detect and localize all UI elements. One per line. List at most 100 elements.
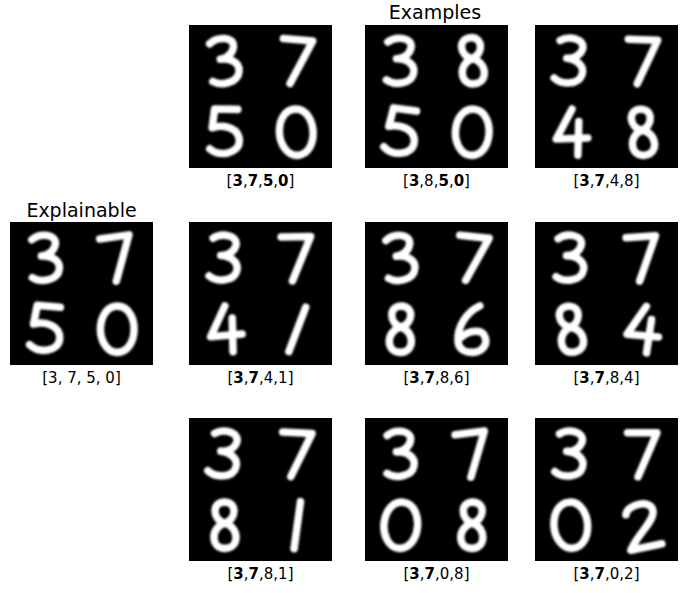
digit-image [365, 418, 508, 561]
handwritten-digit [455, 431, 490, 478]
handwritten-digit [383, 107, 418, 155]
label-part: , [420, 565, 425, 583]
image-panel: [3,7,5,0] [189, 25, 332, 190]
image-ground [10, 222, 153, 365]
handwritten-digit [629, 108, 656, 156]
digit-image [535, 25, 678, 168]
handwritten-digit [29, 305, 62, 352]
bold-digit: 3 [579, 172, 589, 190]
handwritten-digit [278, 108, 314, 156]
label-part: [ [228, 565, 234, 583]
label-part: [ [404, 565, 410, 583]
handwritten-digit [290, 502, 305, 549]
handwritten-digit [382, 500, 420, 550]
handwritten-digit [210, 109, 240, 154]
panel-label: [3,7,0,8] [404, 565, 470, 583]
bold-digit: 7 [595, 172, 605, 190]
image-panel: [3,7,4,8] [535, 25, 678, 190]
handwritten-digit [555, 109, 588, 156]
label-part: , [243, 172, 248, 190]
handwritten-digit [208, 305, 243, 354]
handwritten-digit [389, 306, 413, 353]
label-part: ] [289, 172, 295, 190]
digit-image [535, 418, 678, 561]
image-ground [365, 418, 508, 561]
digit-image [365, 222, 508, 365]
label-part: ,8,4] [605, 369, 639, 387]
digit-image [10, 222, 153, 365]
panel-label: [3,7,4,8] [574, 172, 640, 190]
label-part: ,8, [419, 172, 438, 190]
bold-digit: 5 [263, 172, 273, 190]
handwritten-digit [386, 38, 414, 83]
label-part: [ [228, 369, 234, 387]
digit-image [189, 418, 332, 561]
handwritten-digit [460, 502, 484, 549]
panel-label: [3,7,8,6] [404, 369, 470, 387]
handwritten-digit [280, 39, 313, 86]
bold-digit: 7 [249, 565, 259, 583]
handwritten-digit [207, 37, 241, 85]
image-panel: [3,7,8,6] [365, 222, 508, 387]
handwritten-digit [459, 37, 485, 85]
label-part: , [244, 565, 249, 583]
bold-digit: 7 [425, 565, 435, 583]
digit-image [535, 222, 678, 365]
handwritten-digit [628, 433, 657, 477]
handwritten-digit [626, 305, 661, 354]
bold-digit: 3 [409, 565, 419, 583]
handwritten-digit [556, 235, 584, 280]
bold-digit: 7 [595, 369, 605, 387]
bold-digit: 3 [233, 565, 243, 583]
handwritten-digit [554, 430, 585, 477]
bold-digit: 3 [409, 369, 419, 387]
image-ground [189, 418, 332, 561]
label-part: [ [574, 565, 580, 583]
bold-digit: 3 [233, 369, 243, 387]
handwritten-digit [281, 236, 311, 281]
handwritten-digit [383, 234, 416, 282]
handwritten-digit [100, 306, 134, 353]
handwritten-digit [289, 306, 306, 353]
image-ground [535, 25, 678, 168]
handwritten-digit [626, 236, 658, 282]
image-ground [189, 222, 332, 365]
handwritten-digit [29, 234, 60, 281]
label-part: [ [574, 172, 580, 190]
handwritten-digit [209, 235, 239, 281]
label-part: [3, 7, 5, 0] [42, 369, 121, 387]
label-part: , [449, 172, 454, 190]
handwritten-digit [554, 37, 586, 85]
digit-image [189, 25, 332, 168]
panel-label: [3, 7, 5, 0] [42, 369, 121, 387]
handwritten-digit [625, 502, 662, 550]
label-part: ,0,8] [435, 565, 469, 583]
label-part: , [590, 565, 595, 583]
label-part: [ [403, 172, 409, 190]
handwritten-digit [455, 235, 489, 282]
label-part: , [590, 172, 595, 190]
label-part: ,4,1] [259, 369, 293, 387]
bold-digit: 3 [579, 369, 589, 387]
label-part: [ [227, 172, 233, 190]
digit-image [189, 222, 332, 365]
image-panel: [3,8,5,0] [365, 25, 508, 190]
bold-digit: 7 [249, 369, 259, 387]
handwritten-digit [627, 39, 658, 84]
image-panel: [3,7,0,8] [365, 418, 508, 583]
handwritten-digit [552, 501, 589, 549]
bold-digit: 7 [595, 565, 605, 583]
label-part: [ [404, 369, 410, 387]
image-ground [365, 222, 508, 365]
panel-label: [3,7,0,2] [574, 565, 640, 583]
label-part: , [258, 172, 263, 190]
image-ground [535, 222, 678, 365]
label-part: , [244, 369, 249, 387]
handwritten-digit [100, 235, 135, 283]
panel-heading: Explainable [26, 199, 136, 221]
section-title: Examples [389, 0, 481, 24]
panel-label: [3,7,4,1] [228, 369, 294, 387]
bold-digit: 3 [232, 172, 242, 190]
image-panel: [3,7,8,4] [535, 222, 678, 387]
label-part: , [590, 369, 595, 387]
